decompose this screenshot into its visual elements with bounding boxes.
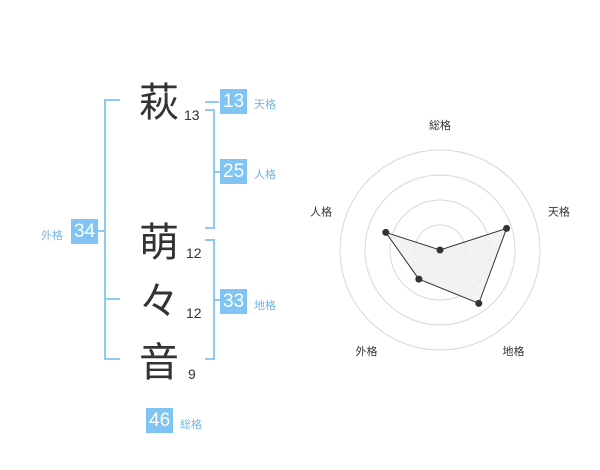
gaikaku-bracket-top	[104, 99, 120, 101]
soukaku-label: 総格	[180, 418, 202, 431]
chikaku-bracket-top	[205, 239, 215, 241]
chikaku-label: 地格	[254, 299, 276, 312]
radar-axis-label: 人格	[310, 204, 332, 218]
jinkaku-bracket-bottom	[205, 227, 215, 229]
radar-point-5	[382, 228, 390, 236]
jinkaku-bracket-vertical	[213, 109, 215, 229]
tenkaku-label: 天格	[254, 98, 276, 111]
radar-shape	[382, 224, 511, 307]
soukaku-score: 46	[146, 408, 174, 433]
kanji-char-1: 萩	[139, 80, 179, 126]
radar-polygon	[384, 227, 508, 305]
stroke-count-3: 12	[186, 305, 202, 321]
gaikaku-label: 外格	[41, 229, 63, 242]
gaikaku-score: 34	[71, 219, 99, 244]
chikaku-score: 33	[220, 289, 248, 314]
gaikaku-bracket-bottom	[104, 358, 120, 360]
kanji-char-3: 々	[139, 279, 179, 325]
kanji-char-2: 萌	[139, 220, 179, 266]
radar-axis-label: 天格	[548, 204, 570, 218]
tenkaku-score: 13	[220, 89, 248, 114]
jinkaku-label: 人格	[254, 168, 276, 181]
stroke-count-1: 13	[184, 107, 200, 123]
radar-ring	[364, 174, 516, 326]
chikaku-bracket-bottom	[205, 358, 215, 360]
jinkaku-bracket-top	[205, 109, 215, 111]
radar-axis-label: 地格	[503, 344, 525, 358]
chikaku-bracket-vertical	[213, 239, 215, 360]
kanji-char-4: 音	[139, 340, 179, 386]
stroke-count-4: 9	[188, 366, 196, 382]
radar-point-3	[475, 299, 483, 307]
chikaku-connector	[215, 299, 220, 301]
stroke-count-2: 12	[186, 245, 202, 261]
radar-axis-label: 総格	[429, 118, 451, 132]
tenkaku-connector	[205, 101, 219, 103]
radar-axis-label: 外格	[356, 344, 378, 358]
radar-ring	[339, 149, 541, 351]
gaikaku-bracket-vertical	[104, 99, 106, 360]
jinkaku-connector	[215, 171, 220, 173]
gaikaku-connector	[98, 230, 104, 232]
radar-point-2	[503, 224, 511, 232]
radar-point-4	[415, 275, 423, 283]
gaikaku-bracket-middle	[104, 298, 120, 300]
jinkaku-score: 25	[220, 159, 248, 184]
radar-point-1	[436, 246, 444, 254]
